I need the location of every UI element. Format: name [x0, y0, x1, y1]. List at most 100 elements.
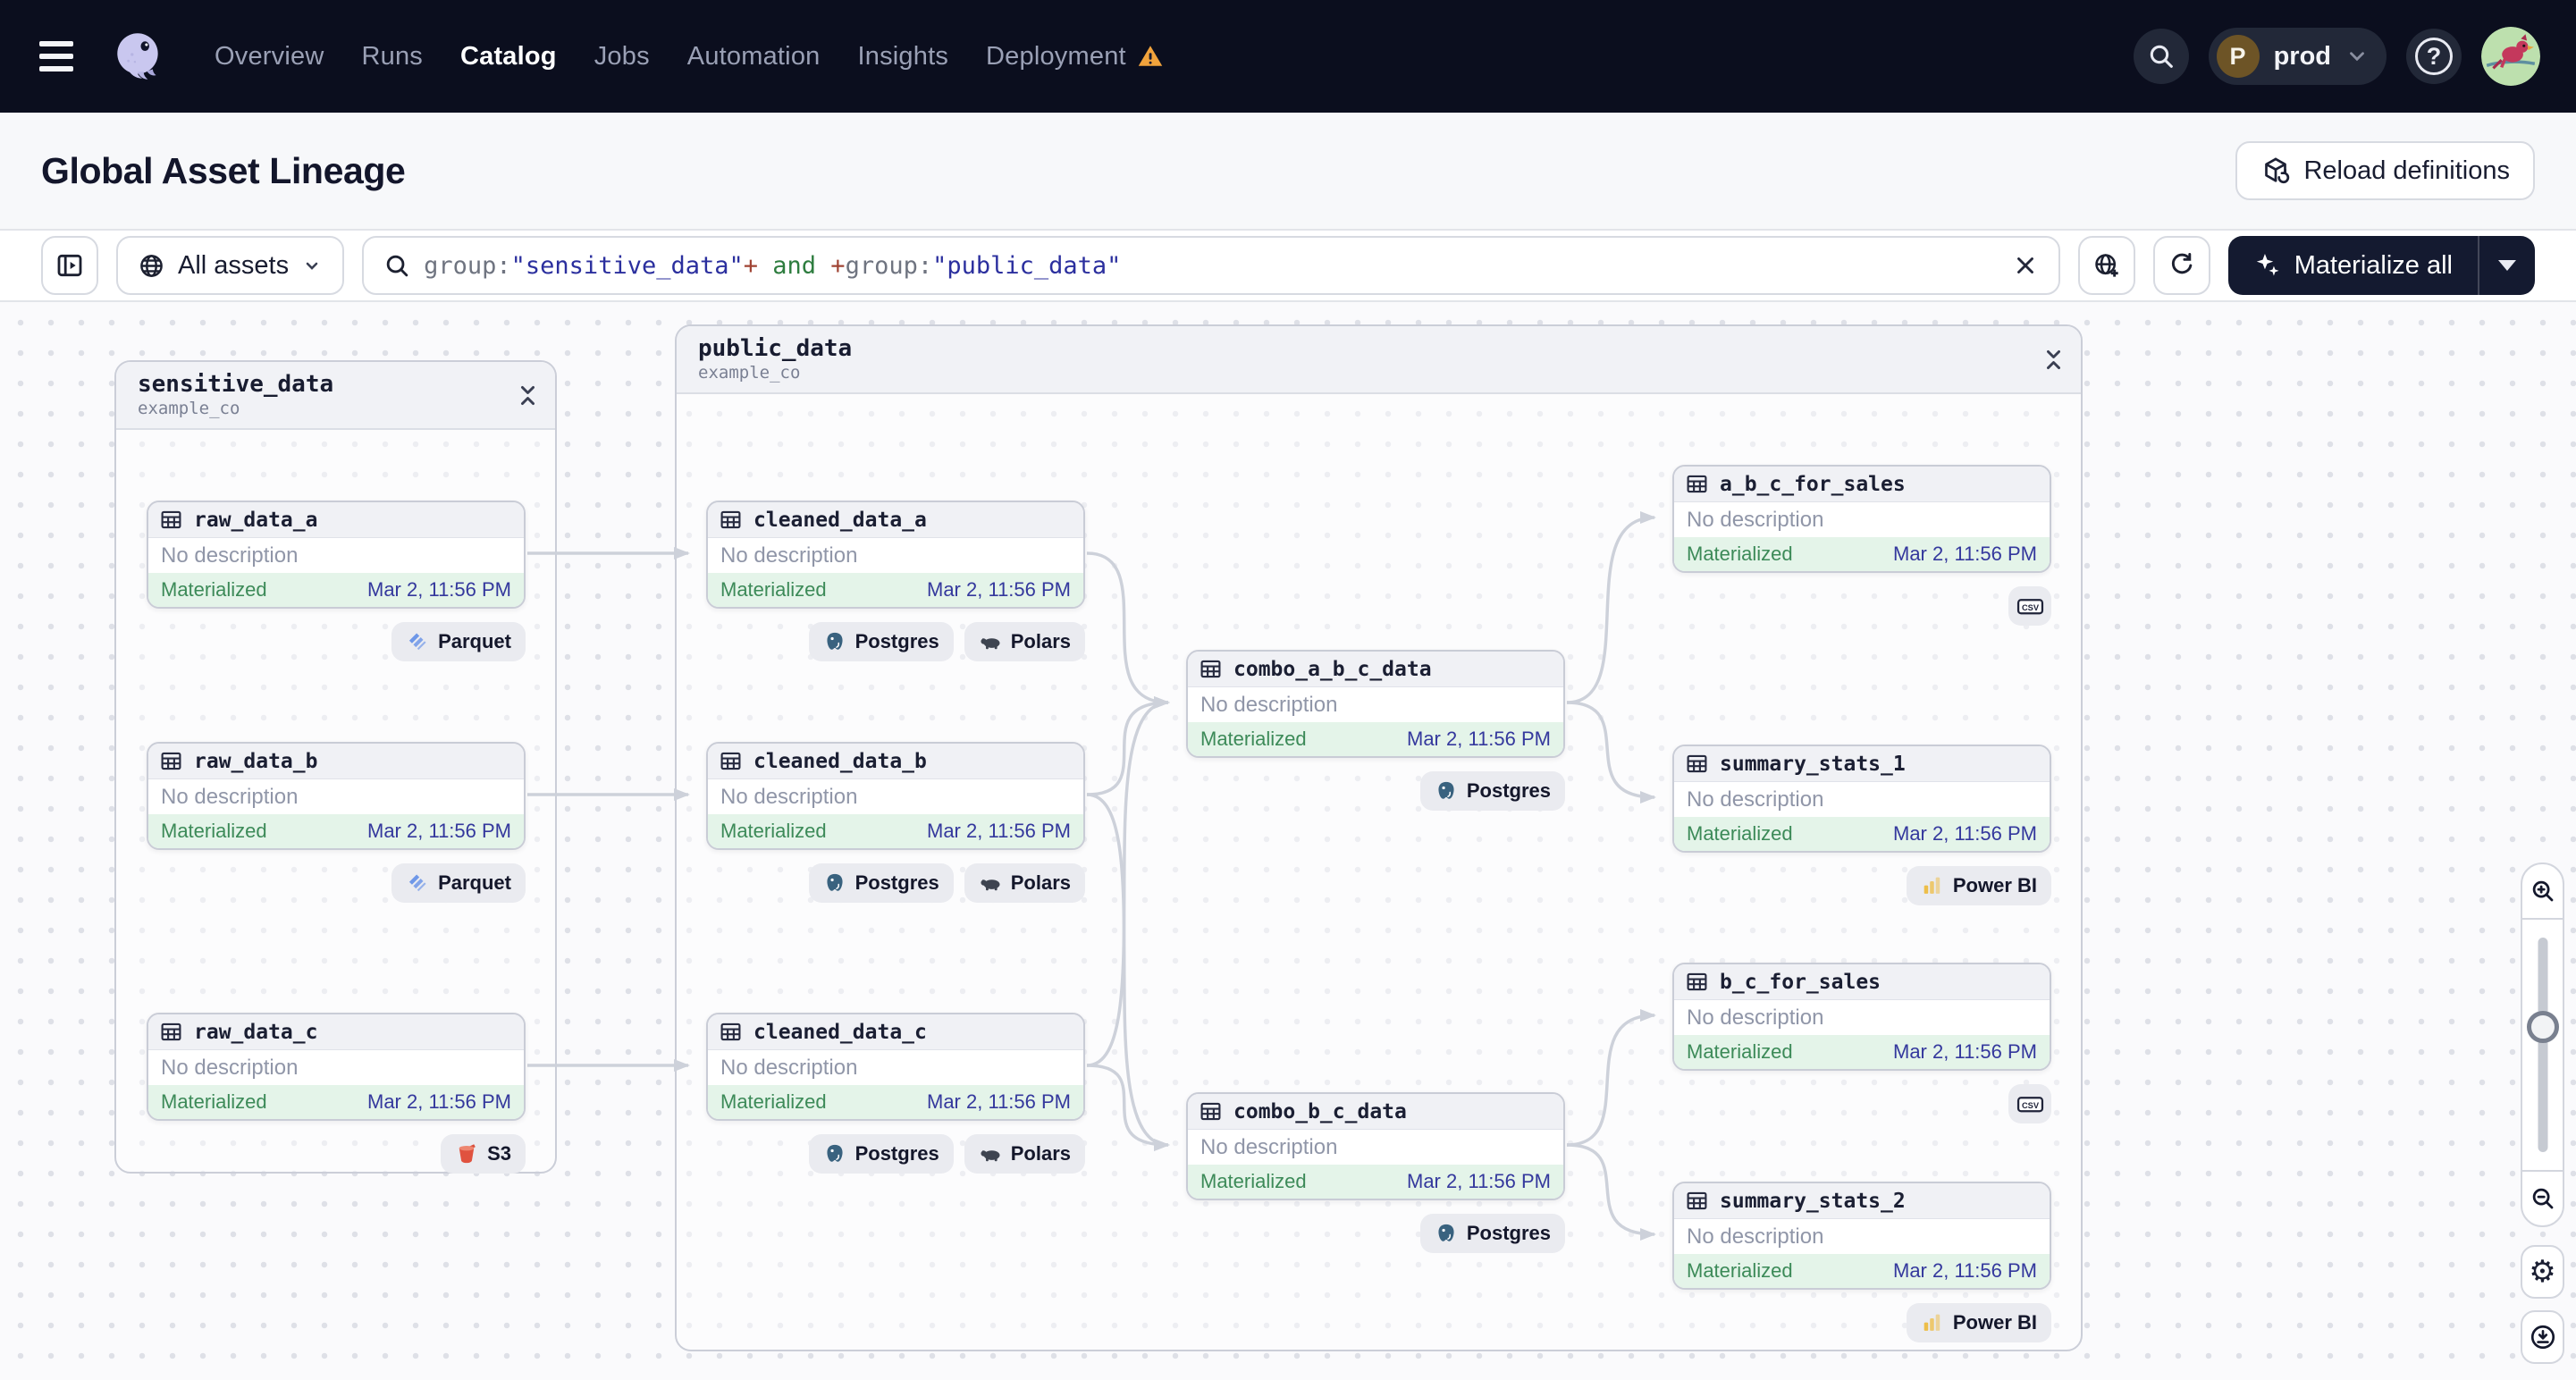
- hamburger-menu-icon[interactable]: [39, 41, 79, 72]
- asset-node-header: summary_stats_2: [1674, 1183, 2050, 1219]
- query-segment: "sensitive_data": [510, 251, 744, 280]
- kind-badge-polars: Polars: [964, 863, 1085, 903]
- nav-item-jobs[interactable]: Jobs: [594, 42, 650, 72]
- table-icon: [720, 1022, 741, 1041]
- asset-node-header: raw_data_c: [148, 1014, 524, 1050]
- query-segment: group:: [424, 251, 511, 280]
- asset-node-header: raw_data_b: [148, 744, 524, 779]
- page-title: Global Asset Lineage: [41, 149, 406, 191]
- nav-item-automation[interactable]: Automation: [687, 42, 821, 72]
- dagster-logo-icon[interactable]: [109, 27, 168, 86]
- graph-settings-button[interactable]: ⚙: [2521, 1245, 2564, 1299]
- zoom-slider-thumb[interactable]: [2526, 1011, 2559, 1043]
- postgres-icon: [1438, 1224, 1454, 1241]
- kind-badges: Power BI: [1672, 1303, 2051, 1342]
- refresh-button[interactable]: [2152, 236, 2210, 295]
- nav-item-label: Jobs: [593, 41, 650, 71]
- table-icon: [1200, 660, 1221, 678]
- kind-badge-label: Polars: [1010, 871, 1071, 894]
- collapse-group-button[interactable]: [517, 383, 539, 413]
- csv-icon: CSV: [2016, 598, 2043, 614]
- kind-badge-label: Parquet: [438, 871, 511, 894]
- nav-item-overview[interactable]: Overview: [215, 42, 324, 72]
- materialized-status: Materialized: [161, 578, 267, 601]
- reload-definitions-button[interactable]: Reload definitions: [2235, 141, 2535, 200]
- kind-badge-csv: CSV: [2008, 586, 2051, 626]
- nav-item-insights[interactable]: Insights: [857, 42, 948, 72]
- polars-icon: [981, 637, 1000, 650]
- expand-panel-button[interactable]: [41, 236, 98, 295]
- user-avatar[interactable]: [2481, 27, 2540, 86]
- materialize-all-label: Materialize all: [2294, 250, 2453, 280]
- kind-badge-label: Postgres: [1466, 1222, 1551, 1244]
- materialized-status: Materialized: [720, 820, 827, 842]
- kind-badge-polars: Polars: [964, 1134, 1085, 1174]
- kind-badge-label: Polars: [1010, 1142, 1071, 1165]
- asset-filter-label: All assets: [178, 250, 290, 280]
- materialized-status: Materialized: [720, 1090, 827, 1113]
- table-icon: [161, 510, 181, 529]
- materialized-timestamp: Mar 2, 11:56 PM: [1407, 1170, 1551, 1192]
- asset-filter-dropdown[interactable]: All assets: [116, 236, 345, 295]
- kind-badge-label: Parquet: [438, 630, 511, 652]
- asset-name: cleaned_data_a: [753, 508, 927, 532]
- kind-badge-parquet: Parquet: [391, 863, 526, 903]
- asset-node-header: cleaned_data_a: [708, 502, 1083, 538]
- asset-search-input[interactable]: group:"sensitive_data"+ and +group:"publ…: [362, 236, 2060, 295]
- zoom-slider-track[interactable]: [2538, 938, 2547, 1152]
- warning-icon: [1138, 46, 1163, 66]
- asset-node-header: summary_stats_1: [1674, 746, 2050, 782]
- help-button[interactable]: ?: [2406, 29, 2462, 84]
- table-icon: [1687, 475, 1707, 493]
- download-graph-button[interactable]: [2521, 1310, 2564, 1364]
- table-icon: [161, 1022, 181, 1041]
- download-icon: [2530, 1325, 2555, 1350]
- query-segment: +: [830, 251, 846, 280]
- panel-expand-icon: [57, 254, 82, 277]
- materialize-all-button[interactable]: Materialize all: [2228, 236, 2478, 295]
- global-search-button[interactable]: [2133, 29, 2189, 84]
- zoom-out-button[interactable]: [2522, 1170, 2563, 1225]
- kind-badges: CSV: [1672, 1084, 2051, 1123]
- zoom-slider[interactable]: [2522, 920, 2563, 1170]
- asset-name: b_c_for_sales: [1720, 970, 1881, 994]
- asset-node-header: combo_b_c_data: [1188, 1094, 1563, 1130]
- kind-badge-label: Power BI: [1952, 1311, 2037, 1334]
- collapse-group-button[interactable]: [2042, 347, 2065, 377]
- deployment-switcher[interactable]: P prod: [2208, 28, 2387, 85]
- nav-item-catalog[interactable]: Catalog: [460, 42, 557, 72]
- postgres-icon: [827, 873, 843, 891]
- kind-badges: CSV: [1672, 586, 2051, 626]
- clear-search-button[interactable]: [2012, 252, 2039, 279]
- nav-item-runs[interactable]: Runs: [361, 42, 423, 72]
- nav-item-deployment[interactable]: Deployment: [986, 42, 1164, 72]
- kind-badges: S3: [147, 1134, 526, 1174]
- table-icon: [1687, 1191, 1707, 1210]
- postgres-icon: [1438, 781, 1454, 799]
- csv-icon: CSV: [2016, 1096, 2043, 1112]
- kind-badge-postgres: Postgres: [808, 1134, 954, 1174]
- zoom-in-button[interactable]: [2522, 864, 2563, 920]
- filter-to-groups-button[interactable]: [2077, 236, 2135, 295]
- materialize-options-button[interactable]: [2478, 236, 2535, 295]
- svg-text:CSV: CSV: [2021, 602, 2039, 611]
- zoom-control-panel: [2521, 862, 2564, 1227]
- materialized-timestamp: Mar 2, 11:56 PM: [1893, 1040, 2037, 1063]
